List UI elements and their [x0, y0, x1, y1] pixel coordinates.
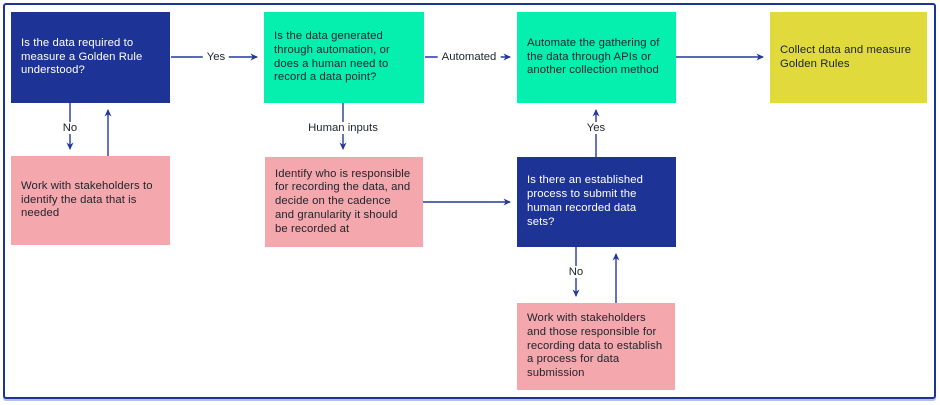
node-collect-data-text: Collect data and measure Golden Rules [780, 43, 912, 70]
edge-label-no-right: No [564, 266, 588, 278]
node-work-stakeholders-process: Work with stakeholders and those respons… [517, 303, 675, 390]
node-collect-data: Collect data and measure Golden Rules [770, 12, 927, 103]
edge-label-automated: Automated [437, 51, 501, 63]
node-established-process-question: Is there an established process to submi… [517, 157, 676, 247]
node-automate-gathering: Automate the gathering of the data throu… [517, 12, 676, 103]
edge-label-no-left: No [58, 122, 82, 134]
node-golden-rule-question-text: Is the data required to measure a Golden… [21, 36, 143, 77]
node-automation-question-text: Is the data generated through automation… [274, 29, 390, 84]
node-automation-question: Is the data generated through automation… [264, 12, 424, 103]
edge-label-human-inputs: Human inputs [304, 122, 382, 134]
node-identify-responsible-text: Identify who is responsible for recordin… [275, 167, 411, 235]
node-identify-responsible: Identify who is responsible for recordin… [265, 157, 423, 247]
node-golden-rule-question: Is the data required to measure a Golden… [11, 12, 170, 103]
node-work-stakeholders-identify-text: Work with stakeholders to identify the d… [21, 179, 153, 220]
node-work-stakeholders-process-text: Work with stakeholders and those respons… [527, 312, 663, 380]
node-automate-gathering-text: Automate the gathering of the data throu… [527, 36, 660, 77]
edge-label-yes-top: Yes [202, 51, 230, 63]
node-work-stakeholders-identify: Work with stakeholders to identify the d… [11, 156, 170, 245]
edge-label-yes-right: Yes [582, 122, 610, 134]
node-established-process-question-text: Is there an established process to submi… [527, 174, 643, 228]
